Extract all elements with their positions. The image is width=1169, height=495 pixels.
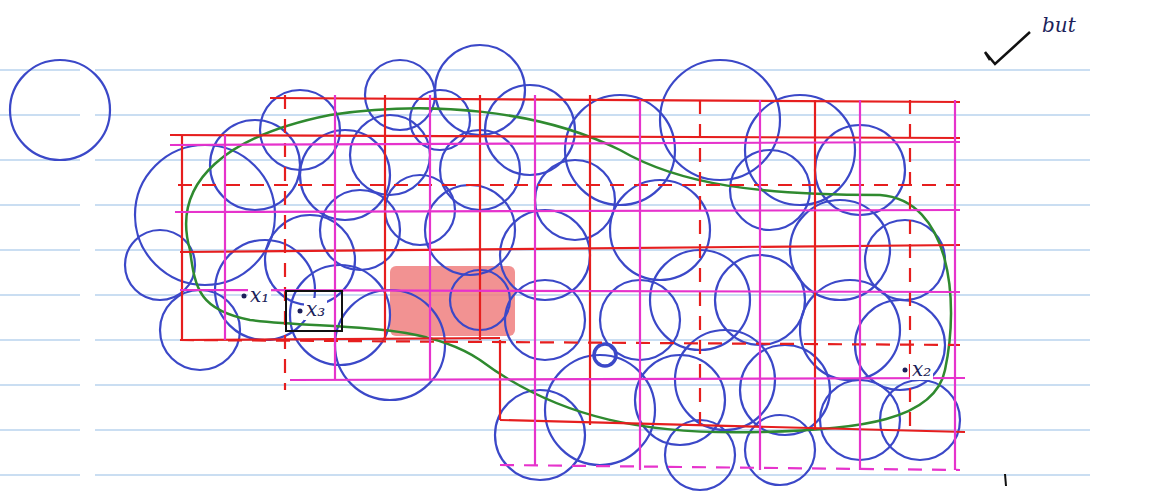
- point-label: x₃: [304, 298, 327, 320]
- stray-mark: [1005, 474, 1006, 486]
- point-label: x₁: [248, 284, 271, 306]
- points: [242, 294, 908, 373]
- point-label: x₂: [910, 358, 933, 380]
- magenta-grid: [170, 95, 965, 470]
- red-grid: [170, 95, 965, 432]
- small-square: [286, 291, 342, 331]
- highlight-cell: [390, 266, 515, 336]
- open-balls: [10, 45, 960, 490]
- note-text: but: [1040, 14, 1078, 36]
- check-mark: [985, 32, 1030, 64]
- green-set: [186, 108, 951, 432]
- notebook-lines: [0, 70, 1090, 475]
